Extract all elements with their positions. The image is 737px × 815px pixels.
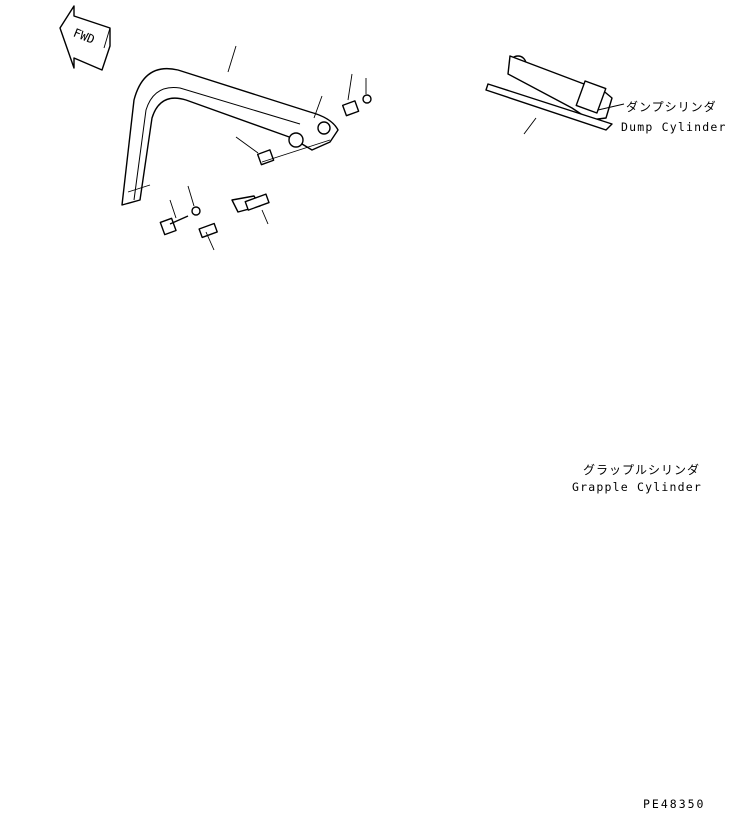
dump-cylinder-label-jp: ダンプシリンダ — [626, 100, 717, 114]
grapple-cylinder-label-en: Grapple Cylinder — [572, 480, 702, 494]
upper-grapple-arm — [121, 45, 339, 206]
grapple-cylinder-label-jp: グラップルシリンダ — [583, 463, 701, 477]
dump-cylinder — [485, 55, 625, 135]
dump-cylinder-label-en: Dump Cylinder — [621, 120, 727, 134]
upper-left-hardware — [159, 73, 372, 251]
fwd-arrow-icon: FWD — [59, 5, 111, 71]
drawing-code: PE48350 — [643, 797, 706, 811]
